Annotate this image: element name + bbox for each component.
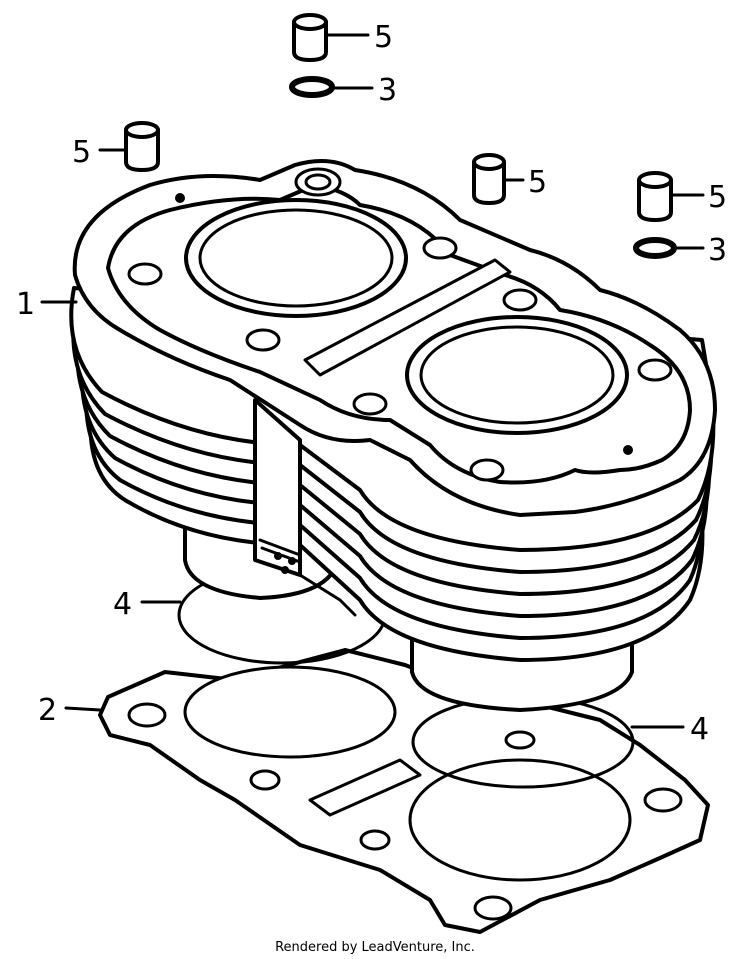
o-ring-right (633, 237, 677, 259)
callout-1: 1 (16, 287, 35, 322)
callout-3-top: 3 (378, 73, 397, 108)
rendered-by-footer: Rendered by LeadVenture, Inc. (275, 940, 475, 955)
dowel-pin-mid (472, 153, 506, 205)
callout-5-mid: 5 (528, 165, 547, 200)
o-ring-top (289, 76, 335, 98)
callout-4-lower: 4 (690, 712, 709, 747)
cylinder-base-gasket (98, 648, 710, 934)
callout-3-right: 3 (708, 233, 727, 268)
callout-4-left: 4 (113, 587, 132, 622)
dowel-pin-right (637, 171, 673, 222)
dowel-pin-left (124, 121, 160, 172)
callout-2: 2 (38, 693, 57, 728)
leader-lines (40, 33, 705, 729)
callout-5-left: 5 (72, 135, 91, 170)
callout-5-right: 5 (708, 180, 727, 215)
callout-5-top: 5 (374, 20, 393, 55)
cylinder-block (69, 159, 717, 712)
dowel-pin-top (292, 13, 328, 62)
